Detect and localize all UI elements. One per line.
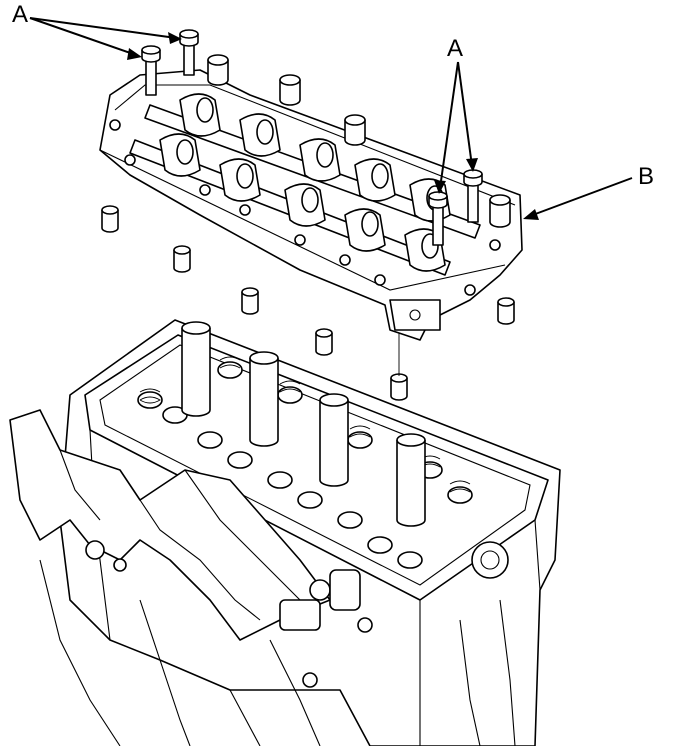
callout-label-right-a: A — [447, 35, 463, 62]
dowel-pin — [101, 205, 119, 233]
bolt-2 — [179, 29, 199, 76]
dowel-pins — [101, 205, 515, 401]
bolt-1 — [141, 45, 161, 96]
bolt-4 — [463, 169, 483, 223]
valve-springs — [137, 356, 473, 569]
dowel-pin — [173, 245, 191, 273]
cylinder-head — [9, 319, 561, 747]
dowel-pin — [497, 297, 515, 325]
callout-left-a: A — [12, 1, 182, 60]
spark-plug-tubes — [181, 321, 426, 527]
dowel-pin — [390, 373, 408, 401]
callout-label-b: B — [638, 163, 654, 190]
callout-b: B — [523, 163, 654, 220]
callout-label-left-a: A — [12, 1, 28, 28]
callout-right-a: A — [434, 35, 478, 194]
rocker-arm-assembly — [99, 54, 523, 341]
bolt-3 — [428, 191, 448, 246]
dowel-pin — [315, 328, 333, 356]
bolts — [141, 29, 483, 246]
dowel-pin — [241, 287, 259, 315]
